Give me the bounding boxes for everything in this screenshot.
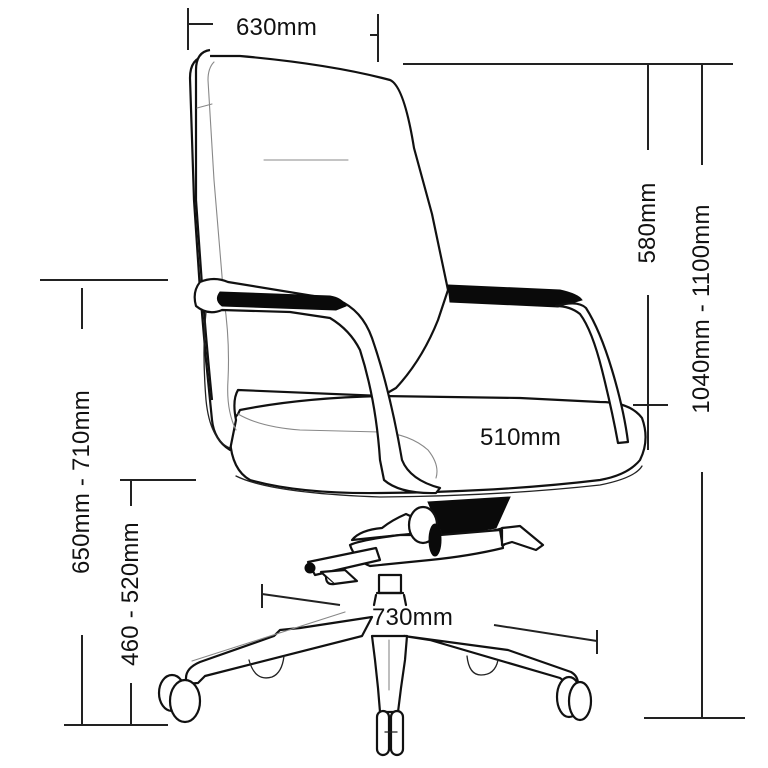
- base-width-label: 730mm: [372, 604, 454, 631]
- tilt-mechanism: [304, 496, 545, 586]
- backrest: [188, 48, 450, 452]
- backrest-width-label: 630mm: [236, 14, 318, 41]
- backrest-height-label: 580mm: [634, 182, 661, 264]
- seat-cushion: [228, 394, 647, 498]
- dimension-lines: [40, 8, 745, 726]
- overall-height-label: 1040mm - 1100mm: [688, 204, 715, 414]
- five-star-base: [157, 611, 593, 757]
- seat-depth-label: 510mm: [480, 424, 562, 451]
- seat-height-label: 460 - 520mm: [117, 522, 144, 666]
- gas-lift: [372, 573, 408, 607]
- right-armrest: [447, 284, 630, 445]
- left-armrest: [193, 277, 442, 495]
- armrest-height-label: 650mm - 710mm: [68, 390, 95, 574]
